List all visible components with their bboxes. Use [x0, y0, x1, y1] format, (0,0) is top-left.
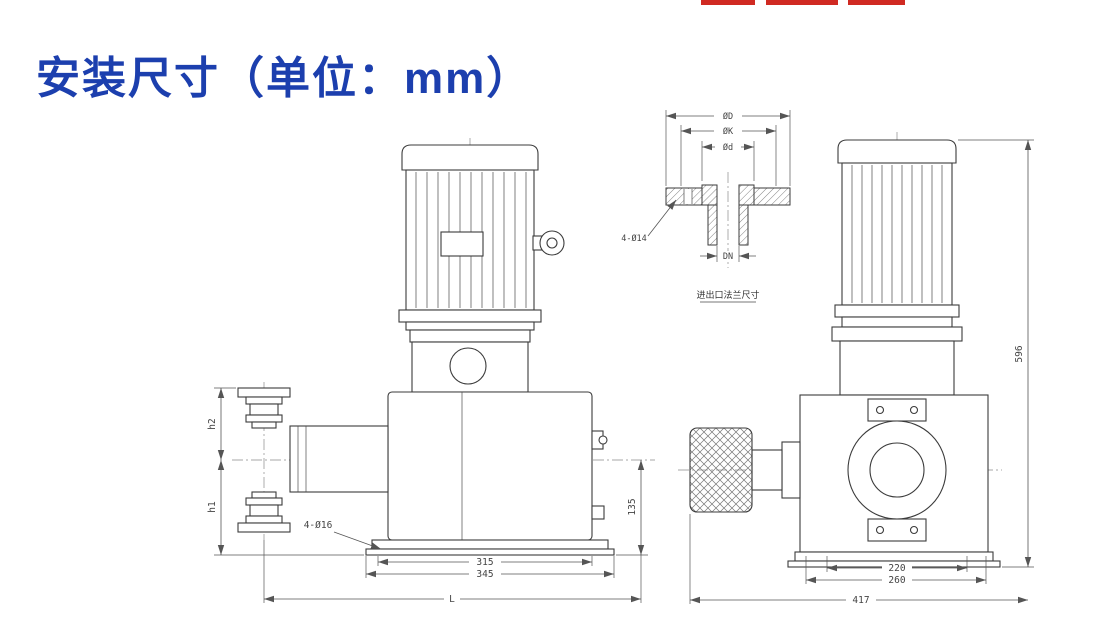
dim-flange-holes-label: 4-Ø14 [621, 233, 647, 244]
cropped-red-text-marks [701, 0, 905, 5]
side-adapter [831, 326, 963, 396]
dim-596-label: 596 [1014, 345, 1025, 362]
dim-anchor-holes-label: 4-Ø16 [304, 520, 333, 531]
dim-h1-label: h1 [207, 501, 218, 513]
page-title: 安装尺寸（单位：mm） [36, 54, 533, 103]
front-bell-housing [409, 329, 531, 393]
drain-plug [591, 505, 605, 520]
dim-220-label: 220 [888, 563, 905, 574]
front-base-plate [365, 539, 615, 556]
front-view-dimensions: h2 h1 135 4-Ø16 315 345 L [207, 387, 648, 605]
stroke-adjust-handwheel [689, 427, 801, 513]
side-view-pump-drawing [678, 132, 1002, 568]
front-view-pump-drawing [232, 138, 655, 556]
front-pump-head [289, 425, 389, 493]
dim-h2-label: h2 [207, 418, 218, 429]
dim-417-label: 417 [852, 595, 869, 606]
dim-345-label: 345 [476, 569, 493, 580]
dim-flange-outer-label: ØD [723, 111, 733, 122]
sight-glass [449, 347, 487, 385]
side-view-dimensions: 596 220 260 417 [689, 139, 1034, 606]
side-motor [834, 139, 960, 328]
dim-260-label: 260 [888, 575, 905, 586]
dim-L-label: L [449, 594, 455, 605]
dim-flange-bolt-circle-label: ØK [723, 126, 734, 137]
front-valve-stack-top [237, 387, 291, 429]
flange-detail-caption: 进出口法兰尺寸 [696, 289, 759, 301]
dim-315-label: 315 [476, 557, 493, 568]
dim-flange-nominal-label: DN [723, 252, 733, 262]
motor-nameplate [440, 231, 484, 257]
front-motor [398, 144, 565, 331]
front-valve-stack-bottom [237, 491, 291, 533]
flange-detail-drawing: ØD ØK Ød 4-Ø14 DN 进出口法兰尺寸 [621, 110, 791, 303]
dim-135-label: 135 [627, 498, 638, 515]
side-gearbox-body [799, 394, 989, 553]
front-gearbox-body [387, 391, 608, 541]
dim-flange-face-label: Ød [723, 142, 733, 153]
